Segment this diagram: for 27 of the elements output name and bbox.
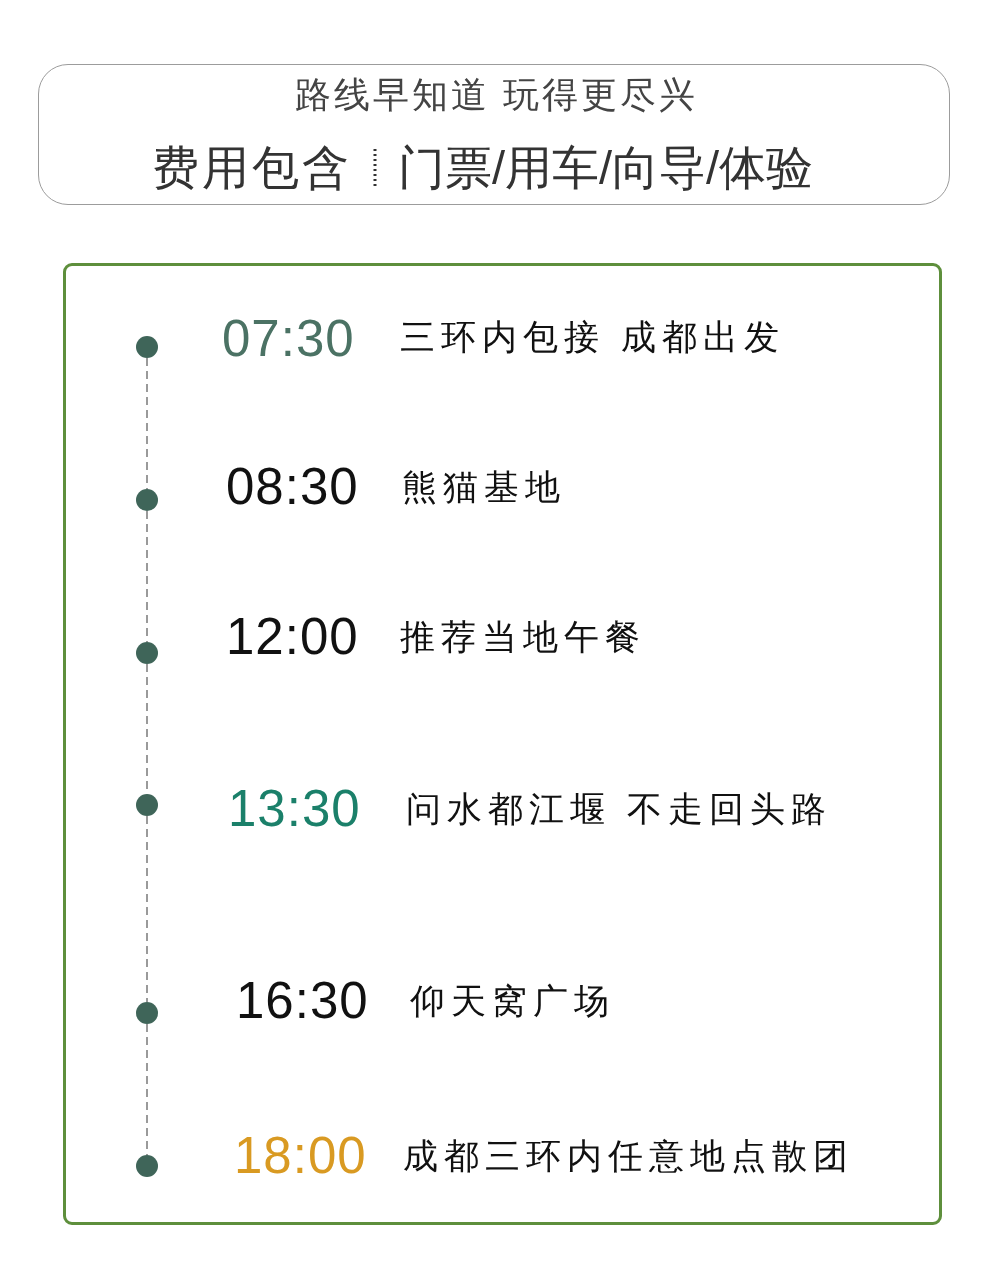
dashed-connector xyxy=(146,1023,148,1156)
timeline-dot-icon xyxy=(136,642,158,664)
dashed-connector xyxy=(146,815,148,1003)
time-label: 18:00 xyxy=(234,1129,367,1181)
timeline-dot-icon xyxy=(136,336,158,358)
stop-description: 仰天窝广场 xyxy=(410,982,615,1018)
timeline-dot-icon xyxy=(136,1155,158,1177)
timeline-frame xyxy=(63,263,942,1225)
time-label: 12:00 xyxy=(226,610,359,662)
tagline: 路线早知道 玩得更尽兴 xyxy=(295,77,699,113)
time-label: 07:30 xyxy=(222,312,355,364)
stop-description: 熊猫基地 xyxy=(402,468,566,504)
dashed-connector xyxy=(146,357,148,490)
stop-description: 推荐当地午餐 xyxy=(400,618,646,654)
time-label: 16:30 xyxy=(236,974,369,1026)
stop-description: 问水都江堰 不走回头路 xyxy=(406,790,832,826)
header-panel xyxy=(38,64,950,205)
stop-description: 三环内包接 成都出发 xyxy=(400,318,785,354)
stop-description: 成都三环内任意地点散团 xyxy=(403,1137,854,1173)
time-label: 13:30 xyxy=(228,782,361,834)
fee-items: 门票/用车/向导/体验 xyxy=(398,143,814,191)
time-label: 08:30 xyxy=(226,460,359,512)
dashed-connector xyxy=(146,510,148,643)
fee-label: 费用包含 xyxy=(152,143,352,191)
timeline-dot-icon xyxy=(136,1002,158,1024)
timeline-dot-icon xyxy=(136,794,158,816)
timeline-dot-icon xyxy=(136,489,158,511)
